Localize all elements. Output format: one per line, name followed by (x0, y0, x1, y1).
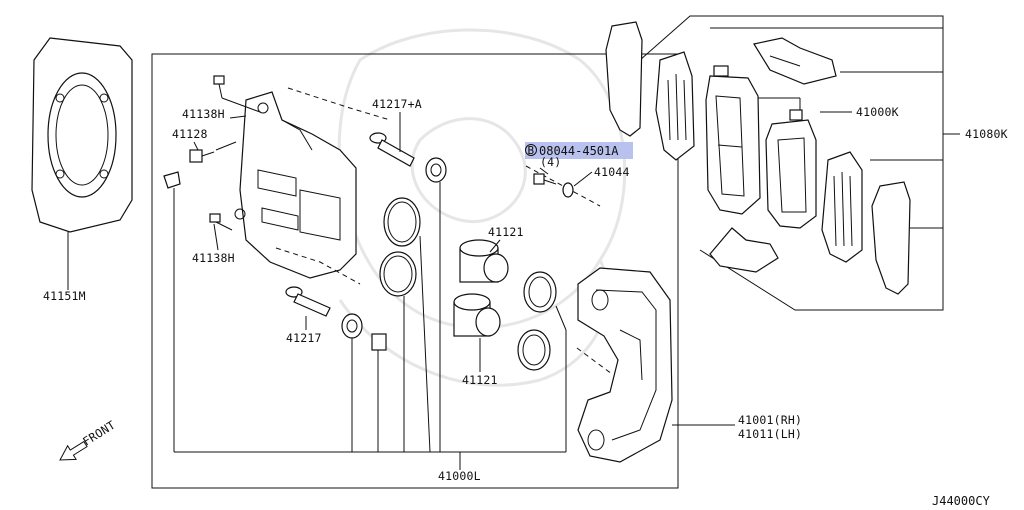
pad-clip-top (753, 37, 837, 85)
dust-shield (31, 37, 133, 290)
piston-seal-bottom (379, 251, 417, 297)
bleeder-cap (163, 171, 181, 189)
caliper-kit-frame (151, 53, 679, 489)
bolt-bottom (209, 213, 233, 231)
mounting-bolt (533, 173, 557, 185)
anti-squeal-shim-outer (655, 51, 695, 161)
label-bolt-top: 41138H (182, 107, 225, 121)
caliper-carrier (577, 267, 673, 463)
pin-bushing (371, 333, 387, 351)
label-front: FRONT (80, 418, 118, 449)
label-carrier-rh: 41001(RH) (738, 413, 802, 427)
front-arrow (59, 440, 88, 461)
label-pin-top: 41217+A (372, 97, 422, 111)
label-caliper-kit: 41000L (438, 469, 481, 483)
guide-pin-bottom (285, 286, 331, 317)
label-piston-bottom: 41121 (462, 373, 498, 387)
label-piston-top: 41121 (488, 225, 524, 239)
pin-boot-top (425, 157, 447, 183)
diagram-id: J44000CY (932, 494, 991, 508)
label-carrier-lh: 41011(LH) (738, 427, 802, 441)
callout-prefix: B (528, 144, 535, 157)
bolt-top (213, 75, 261, 113)
dust-boot-bottom (517, 329, 551, 371)
caliper-housing (234, 91, 357, 279)
piston-top (459, 239, 509, 283)
label-bolt-bottom: 41138H (192, 251, 235, 265)
pin-boot-bottom (341, 313, 363, 339)
pad-clip-bottom (709, 227, 779, 273)
piston-bottom (453, 293, 501, 337)
callout-prefix-circle (525, 144, 537, 156)
inner-shim (871, 181, 911, 295)
brake-pad-outer (705, 65, 761, 215)
piston-seal-top (383, 197, 421, 247)
outer-shim (605, 21, 643, 137)
anti-squeal-shim-inner (821, 151, 863, 263)
label-bolt-code[interactable]: 08044-4501A (539, 144, 619, 158)
label-washer: 41044 (594, 165, 630, 179)
dust-boot-top (523, 271, 557, 313)
label-bolt-qty: (4) (540, 155, 561, 169)
bleeder-screw (189, 141, 237, 163)
label-pad-kit: 41000K (856, 105, 899, 119)
label-shield: 41151M (43, 289, 86, 303)
label-pad-assy: 41080K (965, 127, 1008, 141)
label-pin-bottom: 41217 (286, 331, 322, 345)
washer (562, 182, 574, 198)
brake-pad-inner (765, 109, 817, 229)
guide-pin-top (369, 132, 415, 167)
callout-highlight (525, 142, 633, 159)
label-bleeder: 41128 (172, 127, 208, 141)
